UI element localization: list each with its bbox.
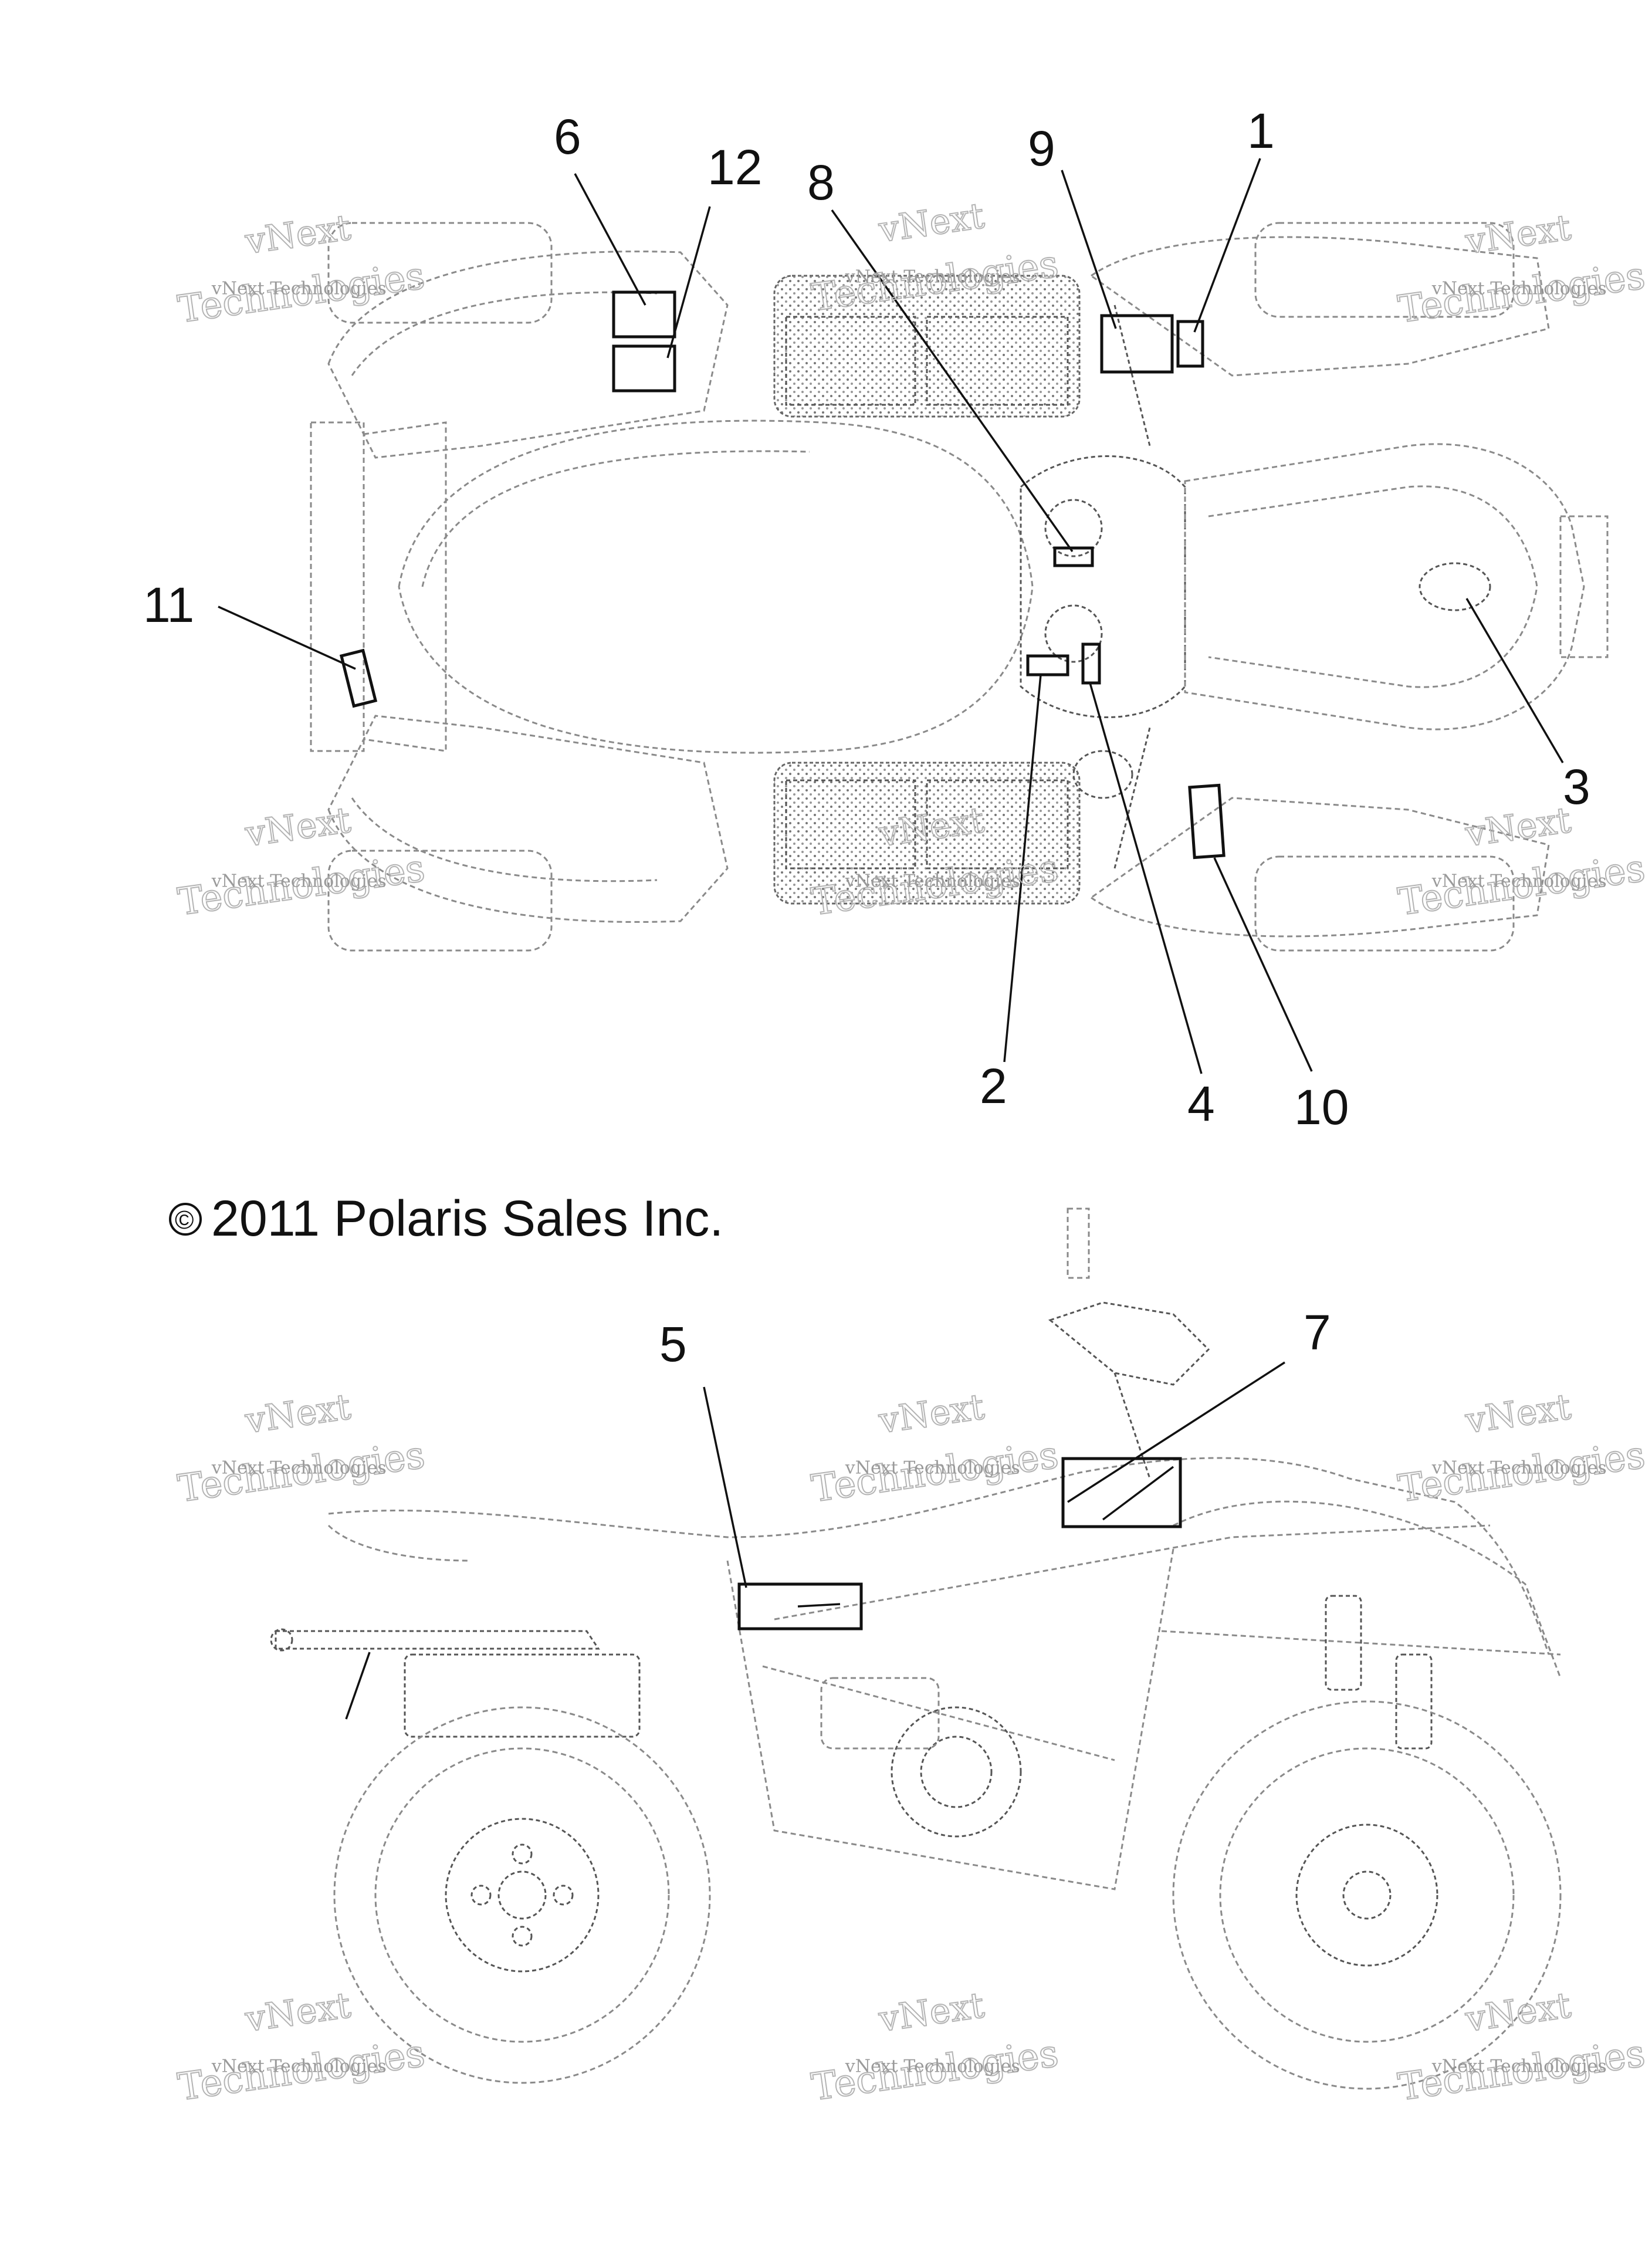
watermark-text: vNext Technologies [1431, 1458, 1607, 1479]
callout-4: 4 [1187, 1076, 1215, 1131]
callout-12: 12 [707, 140, 762, 195]
decal-2 [1026, 654, 1069, 676]
watermark-big-vnext: vNext [876, 1985, 987, 2040]
watermark-big-vnext: vNext [242, 1386, 353, 1442]
decal-1 [1176, 320, 1204, 368]
watermark-text: vNext Technologies [845, 1458, 1020, 1479]
decal-7 [1061, 1457, 1182, 1528]
top-view-decals [339, 290, 1226, 860]
side-view-atv [270, 1207, 1562, 2090]
watermark-big-vnext: vNext [1463, 207, 1573, 262]
decal-6 [612, 290, 676, 339]
callout-6: 6 [554, 109, 581, 164]
decal-4 [1081, 642, 1101, 685]
decal-11 [339, 648, 378, 708]
watermark-big-vnext: vNext [1463, 800, 1573, 855]
watermark-big-vnext: vNext [1463, 1985, 1573, 2040]
watermark-text: vNext Technologies [211, 871, 387, 892]
callout-2: 2 [980, 1058, 1007, 1114]
copyright-symbol: © [175, 1206, 194, 1234]
callout-8: 8 [807, 155, 835, 210]
watermark-text: vNext Technologies [845, 267, 1020, 287]
decal-9 [1100, 314, 1174, 374]
decal-8 [1053, 546, 1094, 567]
callout-11: 11 [143, 577, 194, 632]
decal-10 [1188, 783, 1226, 860]
watermark-text: vNext Technologies [1431, 2056, 1607, 2077]
callout-9: 9 [1028, 121, 1055, 176]
watermark-text: vNext Technologies [211, 1458, 387, 1479]
top-view-callouts: 6 12 8 9 1 11 3 2 4 10 [143, 103, 1590, 1135]
copyright-text: 2011 Polaris Sales Inc. [211, 1190, 723, 1247]
side-view-leaders [345, 1361, 1285, 1720]
callout-5: 5 [659, 1317, 687, 1372]
callout-1: 1 [1247, 103, 1275, 158]
decal-5 [737, 1582, 863, 1630]
callout-7: 7 [1304, 1305, 1331, 1360]
decal-12 [612, 344, 676, 393]
watermark-big-vnext: vNext [242, 800, 353, 855]
watermark-text: vNext Technologies [211, 2056, 387, 2077]
watermark-text: vNext Technologies [1431, 871, 1607, 892]
watermark-big-vnext: vNext [242, 207, 353, 262]
watermark-text: vNext Technologies [1431, 279, 1607, 299]
watermark-text: vNext Technologies [845, 871, 1020, 892]
watermark-big-vnext: vNext [876, 1386, 987, 1442]
top-view-leaders [218, 158, 1564, 1074]
watermark-big-vnext: vNext [1463, 1386, 1573, 1442]
callout-10: 10 [1294, 1080, 1349, 1135]
side-view-decals [737, 1457, 1182, 1630]
copyright-notice: © 2011 Polaris Sales Inc. [169, 1190, 723, 1247]
callout-3: 3 [1563, 759, 1590, 814]
watermark-big-vnext: vNext [876, 195, 987, 251]
watermark-big-vnext: vNext [242, 1985, 353, 2040]
watermark-text: vNext Technologies [845, 2056, 1020, 2077]
watermark-text: vNext Technologies [211, 279, 387, 299]
side-view-callouts: 5 7 [659, 1305, 1331, 1372]
